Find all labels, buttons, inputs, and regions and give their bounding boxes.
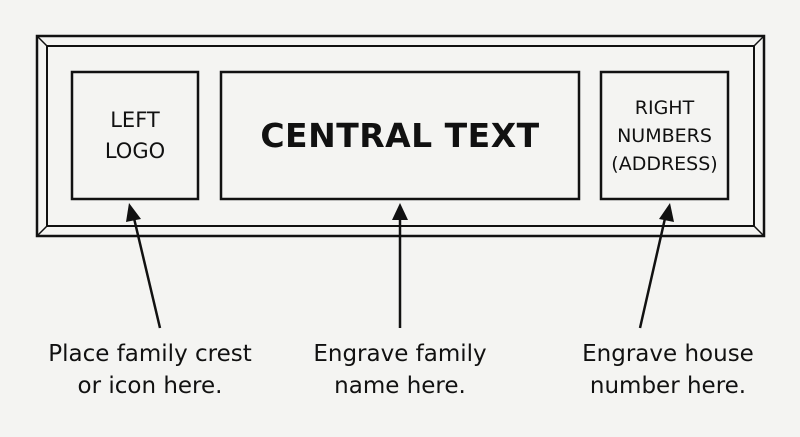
right-numbers-line-2: NUMBERS: [617, 124, 712, 147]
arrow-left-head: [126, 203, 141, 222]
arrow-left-shaft: [131, 213, 162, 329]
caption-left-line-2: or icon here.: [77, 373, 223, 399]
left-logo-box: [70, 70, 200, 201]
left-logo-label: LEFT LOGO: [72, 72, 198, 199]
left-logo-line-1: LEFT: [110, 107, 160, 132]
arrow-center-head: [392, 203, 408, 220]
caption-right-line-1: Engrave house: [582, 341, 754, 367]
right-numbers-box: [599, 70, 730, 201]
arrow-right-head: [659, 203, 674, 222]
caption-center-line-1: Engrave family: [313, 341, 487, 367]
caption-right-line-2: number here.: [589, 373, 747, 399]
caption-central-text: Engrave family name here.: [270, 338, 530, 402]
bevel-corner-tl: [36, 35, 48, 47]
caption-center-line-2: name here.: [334, 373, 466, 399]
central-text-box: [219, 70, 581, 201]
bevel-corner-bl: [36, 225, 48, 237]
central-text-label: CENTRAL TEXT: [221, 72, 579, 199]
right-numbers-label: RIGHT NUMBERS (ADDRESS): [601, 72, 728, 199]
arrow-right-shaft: [638, 213, 668, 329]
central-text-line: CENTRAL TEXT: [260, 116, 540, 155]
caption-right-numbers: Engrave house number here.: [538, 338, 798, 402]
right-numbers-line-1: RIGHT: [634, 96, 695, 119]
bevel-corner-br: [753, 225, 765, 237]
left-logo-line-2: LOGO: [104, 138, 166, 163]
caption-left-logo: Place family crest or icon here.: [20, 338, 280, 402]
caption-left-line-1: Place family crest: [48, 341, 252, 367]
bevel-corner-tr: [753, 35, 765, 47]
right-numbers-line-3: (ADDRESS): [611, 152, 718, 175]
